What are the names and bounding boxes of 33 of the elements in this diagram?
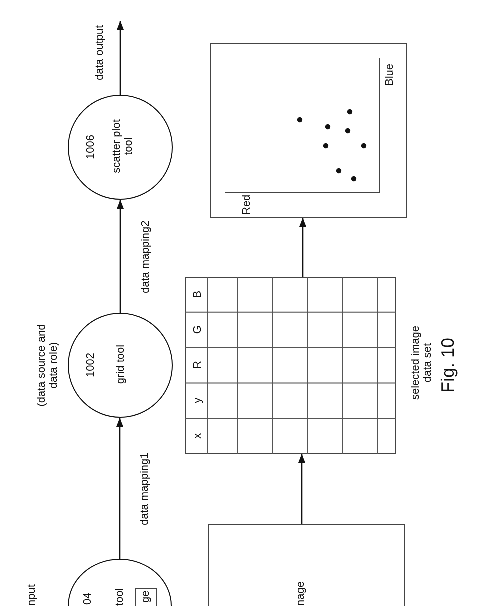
column-header: G — [192, 324, 204, 334]
process-box — [208, 524, 405, 606]
axis-label: Red — [241, 194, 253, 215]
node-label: ge — [140, 590, 152, 603]
data-table — [185, 277, 396, 454]
plot-panel — [210, 43, 407, 218]
axis-label: Blue — [384, 64, 396, 86]
node-label: grid tool — [115, 344, 127, 385]
figure-caption: Fig. 10 — [438, 338, 458, 393]
node-annotation: selected image data set — [410, 326, 434, 400]
arrow — [116, 418, 124, 559]
edge-label: data mapping2 — [140, 220, 152, 294]
column-header: y — [192, 396, 204, 404]
column-header: x — [192, 432, 204, 439]
column-header: B — [192, 290, 204, 298]
node-annotation: nput — [26, 584, 38, 606]
arrow — [298, 454, 306, 524]
edge-label: data mapping1 — [139, 452, 151, 526]
node-label: scatter plot tool — [111, 119, 135, 174]
node-label: 04 — [82, 592, 94, 605]
arrow — [117, 200, 124, 313]
process-circle — [68, 95, 173, 200]
process-circle — [68, 313, 173, 418]
node-label: 1002 — [85, 352, 97, 378]
inner-box — [135, 588, 157, 606]
node-label: nage — [295, 582, 307, 606]
node-label: tool — [114, 588, 126, 606]
node-annotation: (data source and data role) — [36, 324, 60, 408]
node-label: 1006 — [85, 134, 97, 160]
edge-label: data output — [94, 24, 106, 80]
arrow — [300, 218, 306, 277]
column-header: R — [192, 360, 204, 369]
arrow — [117, 21, 124, 95]
